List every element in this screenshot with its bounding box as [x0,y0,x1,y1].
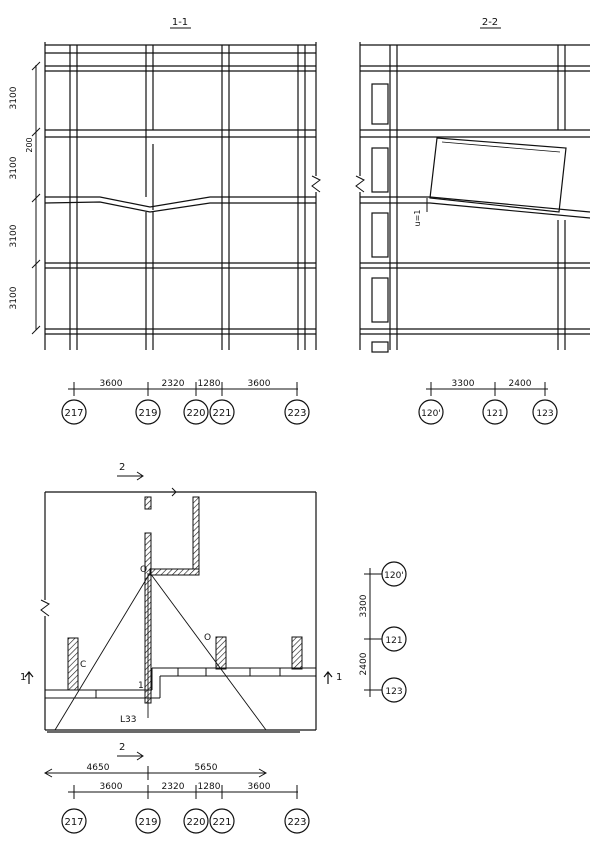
section-1-1: 1-1 [9,17,321,425]
dim-3600-a: 3600 [100,379,123,389]
cut-2-bottom-label: 2 [119,742,125,753]
dim-1280: 1280 [198,379,221,389]
dim-2320: 2320 [162,379,185,389]
right-dim-2400: 2400 [359,652,369,675]
axis-120p: 120' [421,409,441,419]
axis-217: 217 [64,408,83,419]
slab-depth-dim: 200 [25,137,34,152]
right-axis-121: 121 [385,636,402,646]
height-dim-2: 3100 [9,156,19,179]
cut-2-top-label: 2 [119,462,125,473]
axis-219: 219 [138,408,157,419]
axis-bubbles-1: 217 219 220 221 223 [61,399,310,425]
bottom-dimensions: 3600 2320 1280 3600 [68,379,298,396]
dim-2400: 2400 [509,379,532,389]
label-O2: O [204,633,211,643]
label-O: O [140,565,147,575]
plan-axis-220: 220 [186,817,205,828]
frame-grid [44,42,321,350]
axis-bubbles-plan: 217 219 220 221 223 [61,808,310,834]
height-dim-4: 3100 [9,286,19,309]
plan-outline [40,487,317,733]
floor-plan: 2 2 [20,462,342,834]
axis-220: 220 [186,408,205,419]
right-dim-3300: 3300 [359,594,369,617]
label-1: 1 [138,681,144,691]
label-L33: L33 [120,715,136,725]
plan-dim-1280: 1280 [198,782,221,792]
yield-lines [54,572,267,731]
axis-123: 123 [536,409,553,419]
dim-3300: 3300 [452,379,475,389]
section-1-1-title: 1-1 [172,17,188,28]
cut-1-left-label: 1 [20,672,26,683]
section-2-frame [355,42,591,353]
height-dimensions: 3100 3100 3100 3100 200 [9,61,41,335]
dim-3600-b: 3600 [248,379,271,389]
axis-221: 221 [212,408,231,419]
plan-dim-3600-b: 3600 [248,782,271,792]
offset-label: u=1 [413,210,422,227]
plan-walls [45,496,316,704]
dim-4650: 4650 [87,763,110,773]
label-C: C [80,660,86,670]
axis-223: 223 [287,408,306,419]
section-2-2: 2-2 [355,17,591,425]
section-2-2-title: 2-2 [482,17,498,28]
plan-overall-dimensions: 4650 5650 [43,763,268,780]
right-axis-chain: 3300 2400 120' 121 123 [359,561,407,703]
plan-dim-3600-a: 3600 [100,782,123,792]
plan-dimensions: 3600 2320 1280 3600 [68,782,298,799]
height-dim-1: 3100 [9,86,19,109]
plan-axis-219: 219 [138,817,157,828]
right-axis-120p: 120' [384,571,404,581]
axis-bubbles-2: 120' 121 123 [418,399,558,425]
plan-axis-223: 223 [287,817,306,828]
dim-5650: 5650 [195,763,218,773]
plan-dim-2320: 2320 [162,782,185,792]
height-dim-3: 3100 [9,224,19,247]
plan-axis-221: 221 [212,817,231,828]
plan-axis-217: 217 [64,817,83,828]
right-axis-123: 123 [385,687,402,697]
axis-121: 121 [486,409,503,419]
section-2-dimensions: 3300 2400 [426,379,548,396]
cut-1-right-label: 1 [336,672,342,683]
